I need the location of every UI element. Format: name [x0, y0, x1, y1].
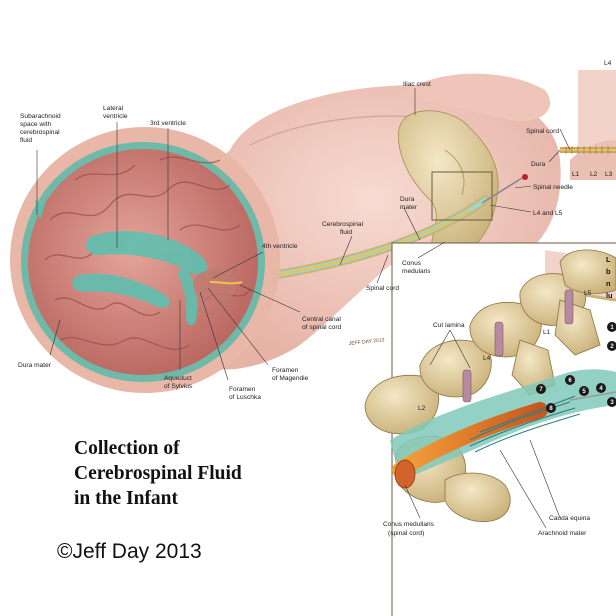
- leader-lines: [36, 88, 571, 529]
- label-central-canal-2: of spinal cord: [302, 324, 342, 331]
- spinal-needle: [481, 174, 528, 204]
- label-subarachnoid: Subarachnoid: [20, 113, 61, 120]
- label-cut-lamina: Cut lamina: [433, 322, 465, 329]
- marker-7: 7: [536, 384, 546, 394]
- label-vert-l2: L2: [418, 405, 426, 412]
- svg-text:7: 7: [539, 387, 543, 393]
- svg-text:6: 6: [568, 378, 572, 384]
- svg-text:3: 3: [610, 400, 614, 406]
- label-subarachnoid-2: space with: [20, 121, 51, 128]
- label-vert-l5: L5: [584, 290, 592, 297]
- label-l2: L2: [590, 171, 598, 178]
- label-vert-l1: L1: [543, 329, 551, 336]
- label-aqueduct: Aqueduct: [164, 375, 192, 382]
- marker-2: 2: [607, 341, 616, 351]
- labels-body: Cerebrospinal fluid Spinal cord Iliac cr…: [322, 60, 613, 292]
- label-third-ventricle: 3rd ventricle: [150, 120, 186, 127]
- marker-8: 8: [546, 403, 556, 413]
- svg-text:2: 2: [610, 344, 614, 350]
- svg-text:1: 1: [610, 325, 614, 331]
- label-l1: L1: [572, 171, 580, 178]
- title-line-1: Collection of: [74, 438, 180, 459]
- label-side-3: n: [606, 279, 611, 288]
- label-fourth-ventricle: 4th ventricle: [262, 243, 298, 250]
- label-conus-mid: Conus: [402, 260, 422, 267]
- marker-6: 6: [565, 375, 575, 385]
- label-lateral-ventricle-2: ventricle: [103, 113, 128, 120]
- label-side-1: L: [606, 255, 611, 264]
- label-csf-2: fluid: [340, 229, 352, 236]
- label-vert-l4: L4: [483, 355, 491, 362]
- label-dura-mater-mid-2: mater: [400, 204, 418, 211]
- svg-text:5: 5: [582, 389, 586, 395]
- label-arachnoid-mater: Arachnoid mater: [538, 530, 587, 537]
- label-spinal-cord-right: Spinal cord: [526, 128, 559, 135]
- label-spinal-needle: Spinal needle: [533, 184, 573, 191]
- label-spinal-cord-mid: Spinal cord: [366, 285, 399, 292]
- label-cauda-equina: Cauda equina: [549, 515, 590, 522]
- label-luschka: Foramen: [229, 386, 256, 393]
- label-conus-bottom-2: (spinal cord): [388, 530, 424, 537]
- labels-head: Subarachnoid space with cerebrospinal fl…: [18, 105, 342, 401]
- label-conus-bottom: Conus medullaris: [383, 521, 435, 528]
- label-dura-mater-left: Dura mater: [18, 362, 52, 369]
- label-dura-mater-mid: Dura: [400, 196, 415, 203]
- label-lateral-ventricle: Lateral: [103, 105, 124, 112]
- label-dura-right: Dura: [531, 161, 546, 168]
- label-conus-mid-2: medularis: [402, 268, 431, 275]
- label-l4-l5: L4 and L5: [533, 210, 563, 217]
- label-subarachnoid-3: cerebrospinal: [20, 129, 60, 136]
- label-aqueduct-2: of Sylvius: [164, 383, 193, 390]
- label-central-canal: Central canal: [302, 316, 341, 323]
- label-magendie: Foramen: [272, 367, 299, 374]
- label-l3: L3: [605, 171, 613, 178]
- label-side-4: lu: [606, 291, 613, 300]
- label-magendie-2: of Magendie: [272, 375, 309, 382]
- artist-signature: JEFF DAY 2013: [349, 337, 385, 347]
- label-l4-top: L4: [604, 60, 612, 67]
- labels-vertebrae: Cut lamina Cauda equina Arachnoid mater …: [383, 255, 613, 537]
- label-iliac-crest: Iliac crest: [403, 81, 431, 88]
- marker-4: 4: [596, 383, 606, 393]
- diagram-title: Collection of Cerebrospinal Fluid in the…: [74, 436, 242, 511]
- spinal-cord-inset: [560, 70, 616, 180]
- svg-text:4: 4: [599, 386, 603, 392]
- label-side-2: b: [606, 267, 611, 276]
- svg-text:8: 8: [549, 406, 553, 412]
- title-line-2: Cerebrospinal Fluid: [74, 463, 242, 484]
- label-subarachnoid-4: fluid: [20, 137, 32, 144]
- label-csf: Cerebrospinal: [322, 221, 364, 228]
- infant-head: [10, 127, 280, 393]
- title-line-3: in the Infant: [74, 488, 179, 509]
- marker-3: 3: [607, 397, 616, 407]
- marker-1: 1: [607, 322, 616, 332]
- vertebrae-panel: [364, 242, 616, 616]
- copyright-notice: ©Jeff Day 2013: [57, 540, 202, 563]
- marker-5: 5: [579, 386, 589, 396]
- label-luschka-2: of Luschka: [229, 394, 261, 401]
